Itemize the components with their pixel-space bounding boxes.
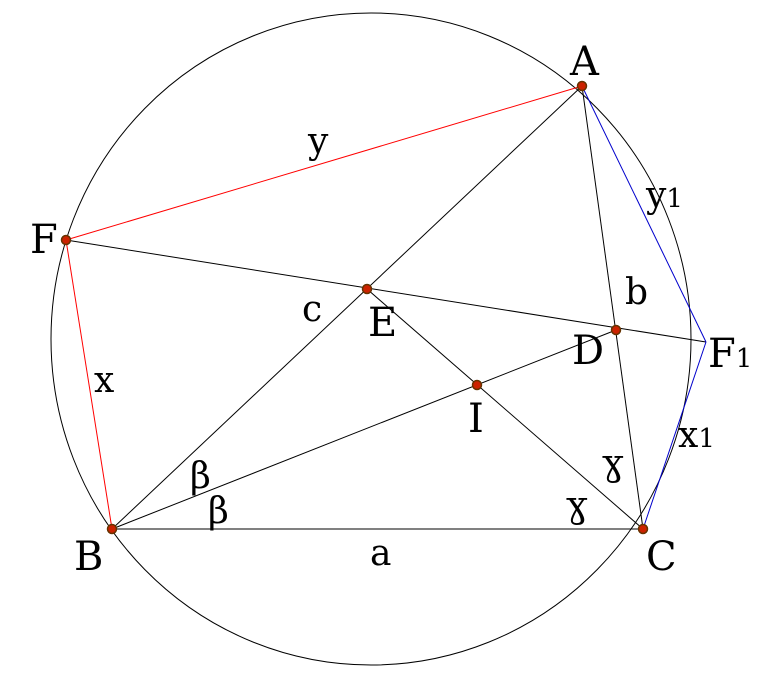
label-segment-y: y [307, 121, 329, 162]
label-segment-y1-sub: 1 [666, 184, 683, 214]
label-segment-x1: x1 [678, 415, 715, 456]
label-angle-beta-upper: β [190, 456, 211, 497]
point-c [637, 523, 649, 535]
label-segment-y1: y1 [645, 175, 683, 216]
point-d [610, 324, 622, 336]
label-point-e: E [368, 300, 397, 346]
segment-ce [366, 288, 644, 530]
segment-fa [65, 85, 583, 241]
label-segment-c: c [302, 289, 322, 330]
label-angle-beta-lower: β [208, 491, 229, 532]
point-a [576, 80, 588, 92]
label-segment-x1-base: x [678, 415, 698, 456]
label-segment-x: x [94, 360, 114, 401]
point-e [361, 283, 373, 295]
segment-f1c [642, 341, 707, 530]
label-point-f1-sub: 1 [736, 344, 753, 374]
segment-fb [65, 239, 113, 530]
circumcircle [50, 12, 692, 666]
point-i [471, 379, 483, 391]
label-point-f: F [30, 217, 58, 263]
point-f [60, 234, 72, 246]
label-segment-a: a [370, 533, 391, 574]
label-point-b: B [74, 534, 103, 580]
red-segments [65, 85, 583, 530]
black-segments [65, 85, 707, 530]
label-point-a: A [569, 39, 600, 85]
segment-ac [581, 85, 644, 530]
segment-bd [111, 329, 617, 530]
label-point-i: I [468, 396, 484, 442]
blue-segments [581, 85, 707, 530]
label-segment-b: b [625, 272, 648, 313]
label-angle-gamma-lower: ɣ [566, 485, 588, 526]
label-point-c: C [646, 534, 677, 580]
label-segment-x1-sub: 1 [698, 424, 715, 454]
label-segment-y1-base: y [645, 175, 667, 216]
points [60, 80, 649, 535]
label-point-f1-base: F [708, 331, 736, 377]
segment-ff1 [65, 239, 707, 343]
label-point-f1: F1 [708, 331, 752, 377]
label-angle-gamma-upper: ɣ [602, 443, 624, 484]
segment-af1 [581, 85, 707, 343]
point-b [106, 523, 118, 535]
label-point-d: D [572, 328, 604, 374]
segment-ba [111, 85, 583, 530]
